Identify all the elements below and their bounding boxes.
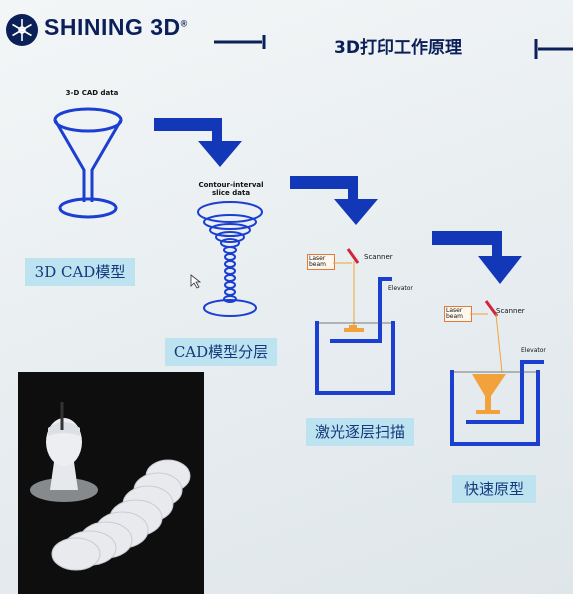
- elevator-label: Elevator: [388, 285, 413, 292]
- brand-logo-icon: [6, 14, 38, 46]
- slice-caption-line2: slice data: [211, 189, 251, 197]
- laser-label-line2: beam: [309, 261, 327, 268]
- slice-data-caption: Contour-interval slice data: [186, 181, 276, 197]
- step-label-cad-slicing: CAD模型分层: [165, 338, 277, 366]
- cad-data-caption: 3-D CAD data: [65, 89, 119, 97]
- sliced-model-diagram: [197, 201, 263, 317]
- step-label-rapid-prototype: 快速原型: [452, 475, 536, 503]
- brand-registered-mark: ®: [180, 18, 188, 29]
- mouse-cursor-icon: [190, 274, 202, 289]
- page-title: 3D打印工作原理: [334, 38, 462, 58]
- brand-text: SHINING 3D: [44, 14, 181, 40]
- laser-label-line1-2: Laser: [446, 307, 463, 314]
- laser-scanning-diagram: [315, 248, 395, 395]
- laser-beam-box: Laser beam: [307, 254, 335, 270]
- title-rule-left: [214, 35, 266, 49]
- laser-beam-box-2: Laser beam: [444, 306, 472, 322]
- slice-caption-line1: Contour-interval: [198, 181, 264, 189]
- scanner-label-2: Scanner: [496, 307, 525, 315]
- step-label-laser-scanning: 激光逐层扫描: [306, 418, 414, 446]
- laser-label-line1: Laser: [309, 255, 326, 262]
- laser-label-line2-2: beam: [446, 313, 464, 320]
- cad-glass-diagram: [53, 107, 123, 219]
- rapid-prototype-diagram: [450, 300, 544, 446]
- arrow-down-right-icon: [290, 176, 378, 225]
- printed-model-photo: [18, 372, 204, 594]
- brand-name: SHINING 3D®: [44, 14, 188, 41]
- scanner-label: Scanner: [364, 253, 393, 261]
- title-rule-right: [534, 39, 573, 59]
- arrow-down-right-icon: [154, 118, 242, 167]
- step-label-cad-model: 3D CAD模型: [25, 258, 135, 286]
- arrow-down-right-icon: [432, 231, 522, 284]
- elevator-label-2: Elevator: [521, 347, 546, 354]
